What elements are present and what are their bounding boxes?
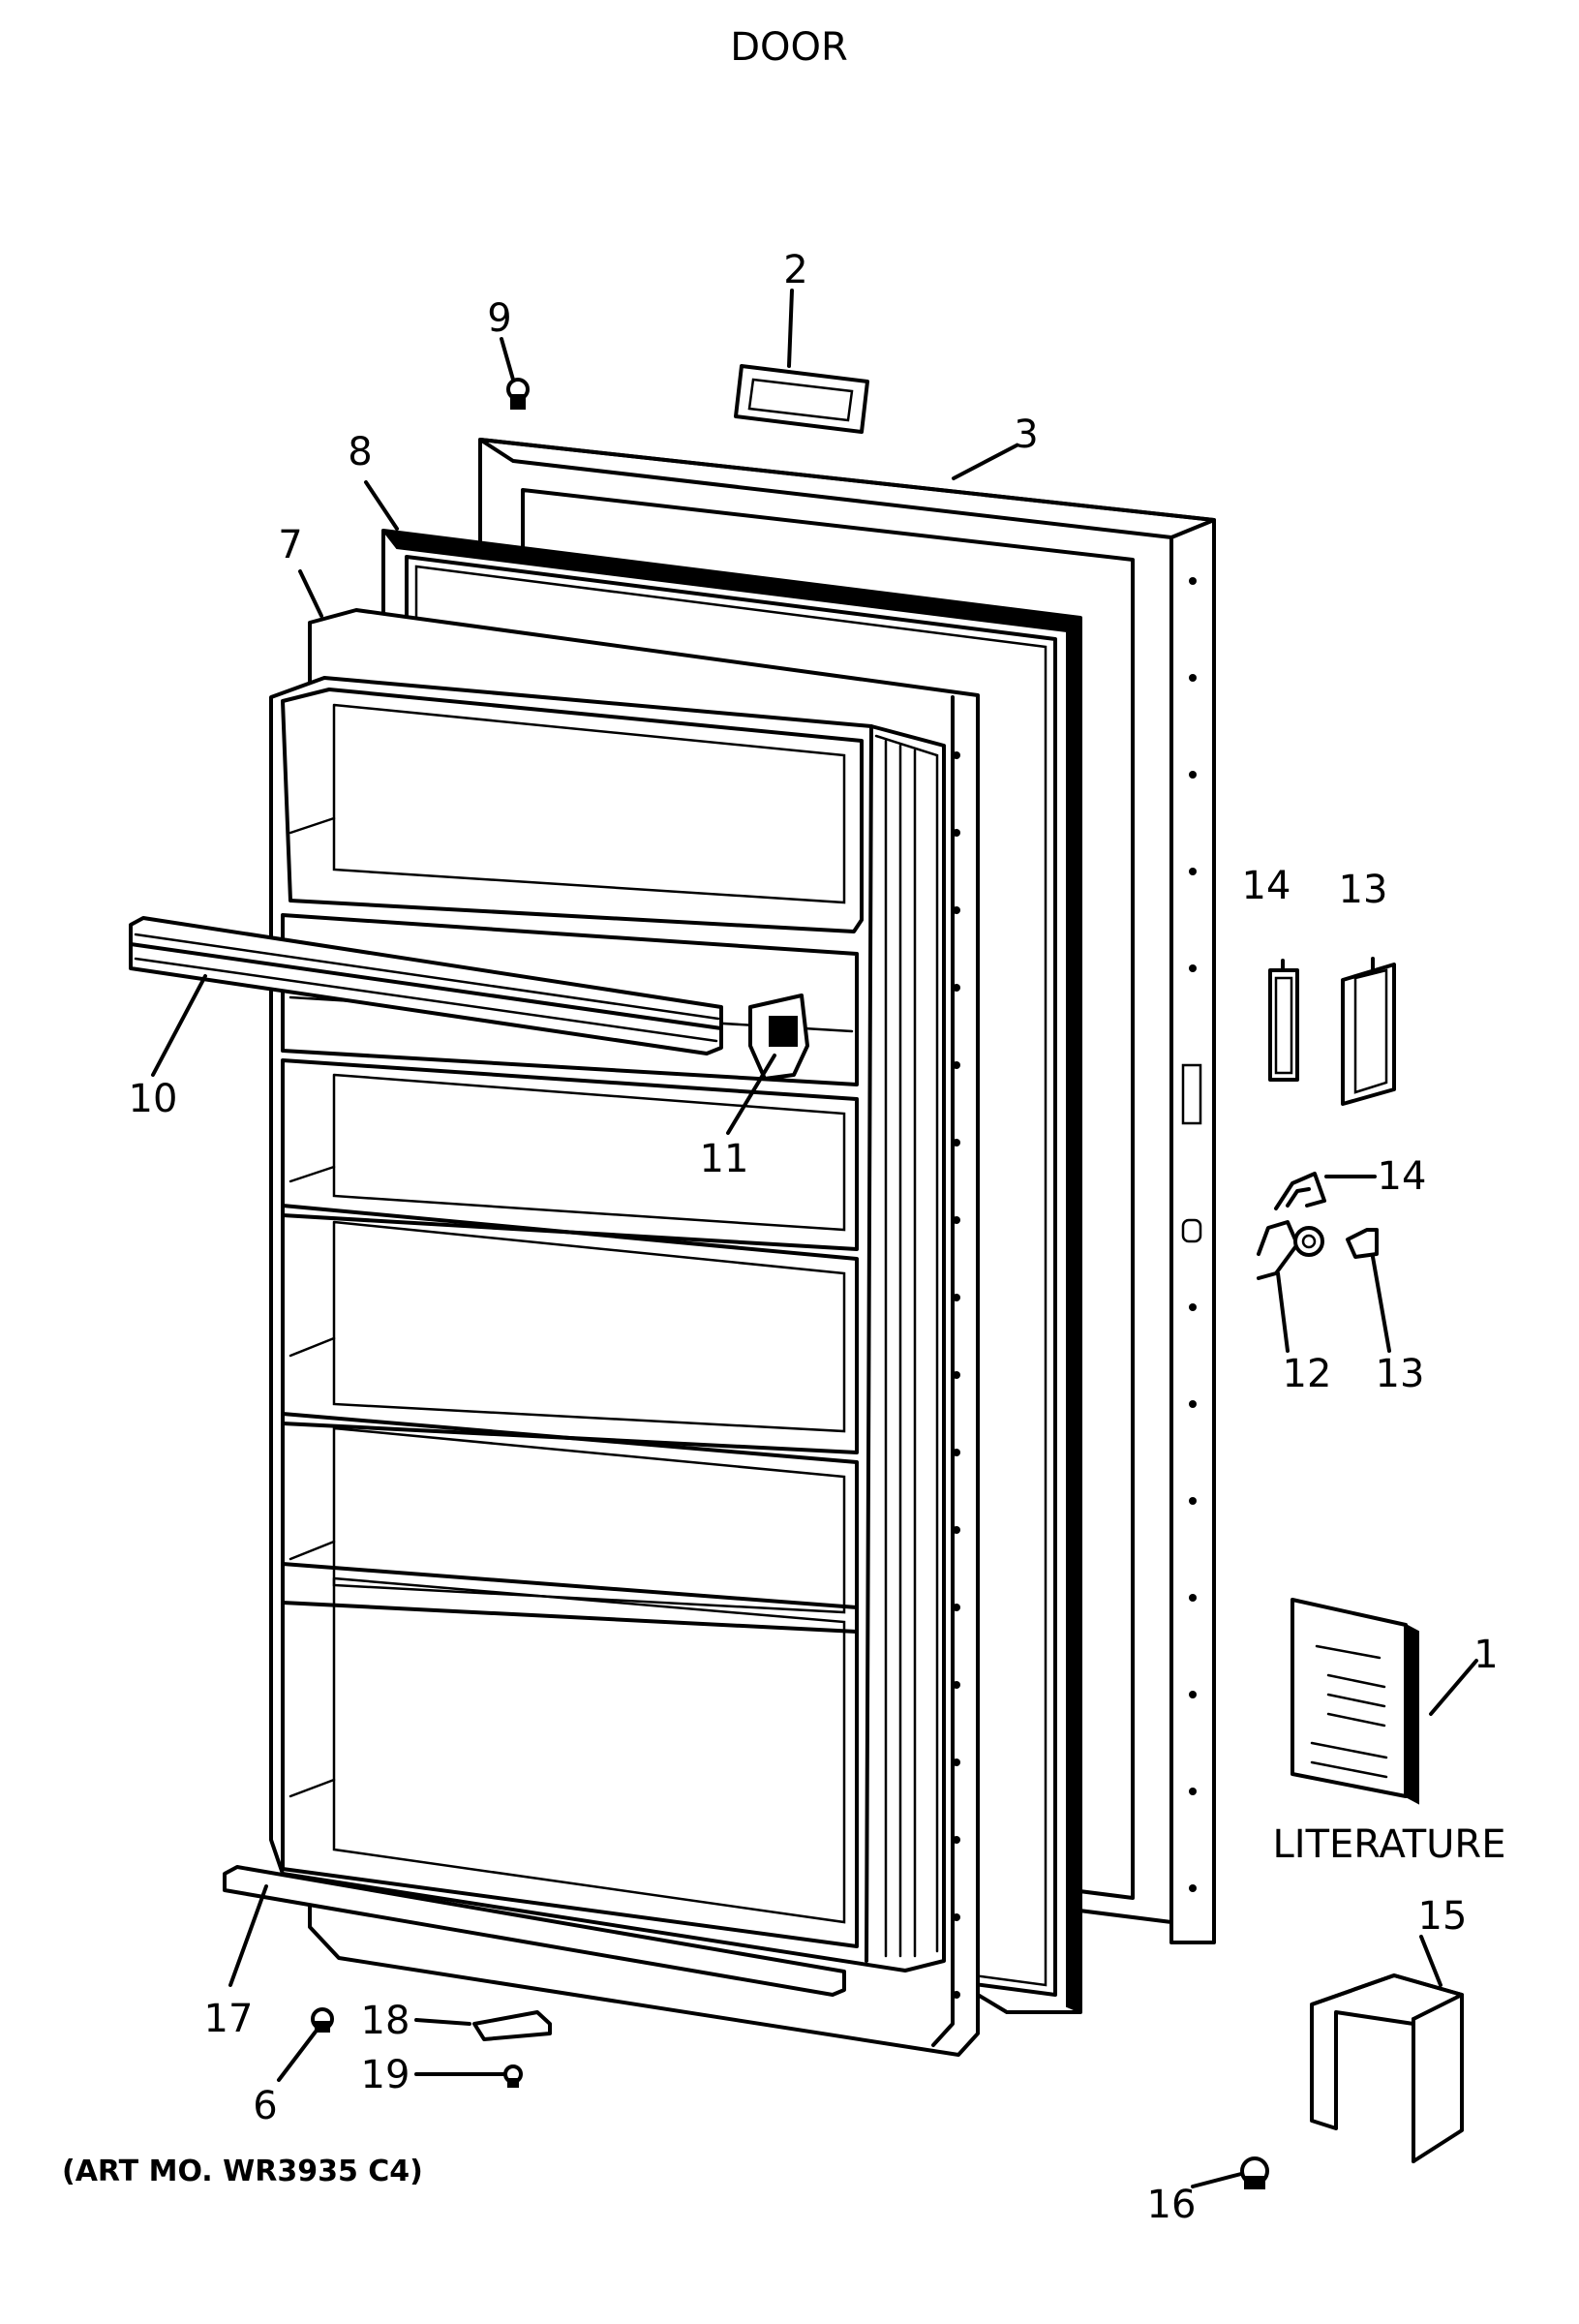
callout-1: 1	[1473, 1633, 1498, 1677]
liner-screw-dots	[953, 577, 1197, 1999]
latch-clip	[1274, 1172, 1326, 1210]
callout-11: 11	[700, 1137, 749, 1181]
callout-13b: 13	[1376, 1352, 1425, 1396]
top-screw	[506, 378, 530, 410]
literature-booklet	[1291, 1598, 1419, 1805]
callout-7: 7	[278, 523, 302, 567]
callout-16: 16	[1147, 2183, 1197, 2227]
callout-17: 17	[204, 1997, 254, 2041]
callout-6: 6	[253, 2084, 277, 2128]
shelf-rail	[129, 916, 723, 1055]
screw-6	[311, 2007, 334, 2033]
callout-labels: 2 9 3 8 7 10 11 14 13 14 12 13 1 LITERAT…	[129, 248, 1506, 2227]
callout-12: 12	[1283, 1352, 1332, 1396]
screw-16	[1240, 2156, 1269, 2189]
callout-14b: 14	[1378, 1154, 1427, 1199]
art-number: (ART MO. WR3935 C4)	[62, 2155, 423, 2188]
door-shelf-body	[269, 676, 946, 1972]
handle-cover-13	[1341, 963, 1396, 1106]
handle-insert-14	[1268, 968, 1299, 1082]
leader-lines	[151, 289, 1478, 2188]
callout-9: 9	[487, 296, 511, 341]
hinge-plate-18	[472, 2010, 552, 2041]
callout-18: 18	[361, 1999, 410, 2043]
strike-assembly	[1257, 1220, 1324, 1280]
screw-19	[503, 2064, 523, 2088]
callout-3: 3	[1014, 413, 1038, 457]
callout-14a: 14	[1242, 864, 1291, 908]
rail-end-cap	[748, 994, 809, 1081]
callout-2: 2	[783, 248, 807, 292]
latch-plug	[1346, 1228, 1379, 1259]
callout-13a: 13	[1339, 868, 1388, 912]
label-plate	[734, 364, 869, 434]
callout-8: 8	[348, 430, 372, 474]
bottom-rail	[223, 1865, 846, 1997]
callout-10: 10	[129, 1077, 178, 1121]
support-bracket	[1310, 1973, 1464, 2163]
literature-label: LITERATURE	[1273, 1822, 1506, 1867]
diagram-title: DOOR	[730, 25, 848, 70]
callout-15: 15	[1418, 1894, 1468, 1939]
callout-19: 19	[361, 2053, 410, 2097]
